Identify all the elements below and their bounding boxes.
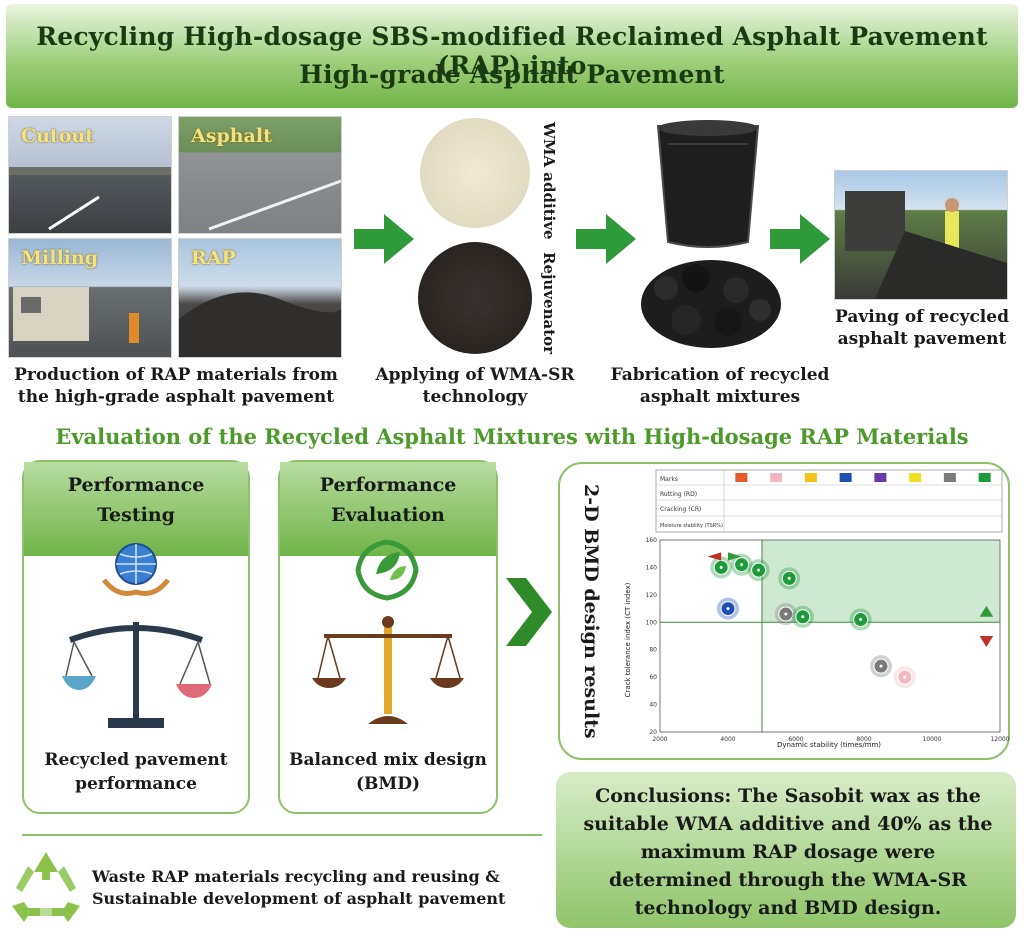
data-point-center — [719, 565, 723, 569]
bmd-vertical-title: 2-D BMD design results — [580, 484, 602, 739]
process-arrow-icon — [354, 214, 414, 264]
x-tick-label: 4000 — [720, 736, 735, 743]
data-point-center — [757, 568, 761, 572]
globe-hands-icon — [102, 543, 170, 596]
y-tick-label: 120 — [646, 592, 658, 599]
y-tick-label: 140 — [646, 564, 658, 571]
performance-evaluation-panel: Performance Evaluation Balanced mix desi… — [278, 460, 498, 814]
mark-swatch — [770, 473, 783, 482]
mark-swatch — [909, 473, 922, 482]
mark-swatch — [839, 473, 852, 482]
evaluation-section-title: Evaluation of the Recycled Asphalt Mixtu… — [55, 424, 969, 449]
title-line-1: Recycling High-dosage SBS-modified Recla… — [36, 22, 988, 80]
data-point-center — [787, 576, 791, 580]
table-row-marks: Marks — [660, 476, 678, 483]
production-caption: Production of RAP materials from the hig… — [14, 365, 338, 407]
golden-scale-icon — [312, 616, 464, 724]
up-arrow-icon — [979, 605, 994, 617]
asphalt-photo: Asphalt — [178, 116, 342, 234]
data-point-center — [903, 675, 907, 679]
evaluation-caption: Balanced mix design (BMD) — [289, 750, 487, 794]
title-line-2: High-grade Asphalt Pavement — [299, 60, 725, 89]
chevron-right-icon — [506, 578, 552, 646]
right-arrow-icon — [728, 552, 742, 561]
y-tick-label: 100 — [646, 619, 658, 626]
rap-photo: RAP — [178, 238, 342, 358]
x-tick-label: 6000 — [788, 736, 803, 743]
acceptable-region — [762, 540, 1000, 623]
performance-testing-header: Performance Testing — [24, 462, 248, 556]
mark-swatch — [735, 473, 748, 482]
data-point-center — [726, 607, 730, 611]
table-row-moisture: Moisture stability (TSR%) — [660, 523, 723, 529]
milling-photo: Milling — [8, 238, 172, 358]
y-tick-label: 40 — [649, 702, 657, 709]
recycle-icon — [12, 852, 80, 922]
footer-divider — [22, 834, 542, 836]
x-tick-label: 2000 — [652, 736, 667, 743]
table-row-cracking: Cracking (CR) — [660, 506, 701, 513]
wma-sr-caption: Applying of WMA-SR technology — [375, 365, 575, 407]
paving-caption: Paving of recycled asphalt pavement — [835, 307, 1009, 349]
rap-label: RAP — [191, 247, 236, 269]
data-point-center — [801, 615, 805, 619]
x-axis-label: Dynamic stability (times/mm) — [777, 741, 881, 749]
process-arrow-icon — [576, 214, 636, 264]
asphalt-mixture-icon — [641, 260, 781, 348]
wma-additive-dish — [420, 118, 530, 228]
x-tick-label: 8000 — [856, 736, 871, 743]
left-arrow-icon — [707, 552, 722, 561]
mark-swatch — [978, 473, 991, 482]
mark-swatch — [804, 473, 817, 482]
testing-caption: Recycled pavement performance — [44, 750, 228, 794]
data-point-center — [740, 563, 744, 567]
mark-swatch — [943, 473, 956, 482]
x-tick-label: 10000 — [922, 736, 941, 743]
cutout-photo: Cutout — [8, 116, 172, 234]
process-arrow-icon — [770, 214, 830, 264]
bmd-results-panel: 2-D BMD design results Marks Rutting (RD… — [558, 462, 1010, 760]
performance-testing-panel: Performance Testing Recycled pavement pe… — [22, 460, 250, 814]
data-point-center — [879, 664, 883, 668]
y-tick-label: 60 — [649, 674, 657, 681]
y-tick-label: 80 — [649, 647, 657, 654]
y-tick-label: 20 — [649, 729, 657, 736]
leaf-recycle-icon — [355, 539, 419, 601]
footer-statement: Waste RAP materials recycling and reusin… — [92, 867, 506, 908]
wma-additive-label: WMA additive — [540, 122, 558, 240]
paving-photo — [834, 170, 1008, 300]
rejuvenator-dish — [418, 242, 532, 354]
asphalt-label: Asphalt — [191, 125, 272, 147]
mark-swatch — [874, 473, 887, 482]
x-tick-label: 12000 — [990, 736, 1009, 743]
y-tick-label: 160 — [646, 537, 658, 544]
cutout-label: Cutout — [21, 125, 94, 147]
conclusion-box: Conclusions: The Sasobit wax as the suit… — [556, 772, 1016, 928]
balance-scale-icon — [62, 622, 212, 728]
table-row-rutting: Rutting (RD) — [660, 491, 697, 498]
fabrication-caption: Fabrication of recycled asphalt mixtures — [610, 365, 830, 407]
milling-label: Milling — [21, 247, 99, 269]
title-banner: Recycling High-dosage SBS-modified Recla… — [6, 4, 1018, 108]
bmd-chart: Marks Rutting (RD) Cracking (CR) Moistur… — [624, 469, 1010, 749]
down-arrow-icon — [979, 636, 994, 647]
data-point-center — [784, 612, 788, 616]
beaker-icon — [656, 120, 760, 248]
rejuvenator-label: Rejuvenator — [540, 252, 558, 355]
data-point-center — [859, 618, 863, 622]
y-axis-label: Crack tolerance index (CT index) — [624, 582, 632, 697]
conclusion-text: Conclusions: The Sasobit wax as the suit… — [583, 785, 993, 919]
plot-frame — [659, 539, 1001, 733]
